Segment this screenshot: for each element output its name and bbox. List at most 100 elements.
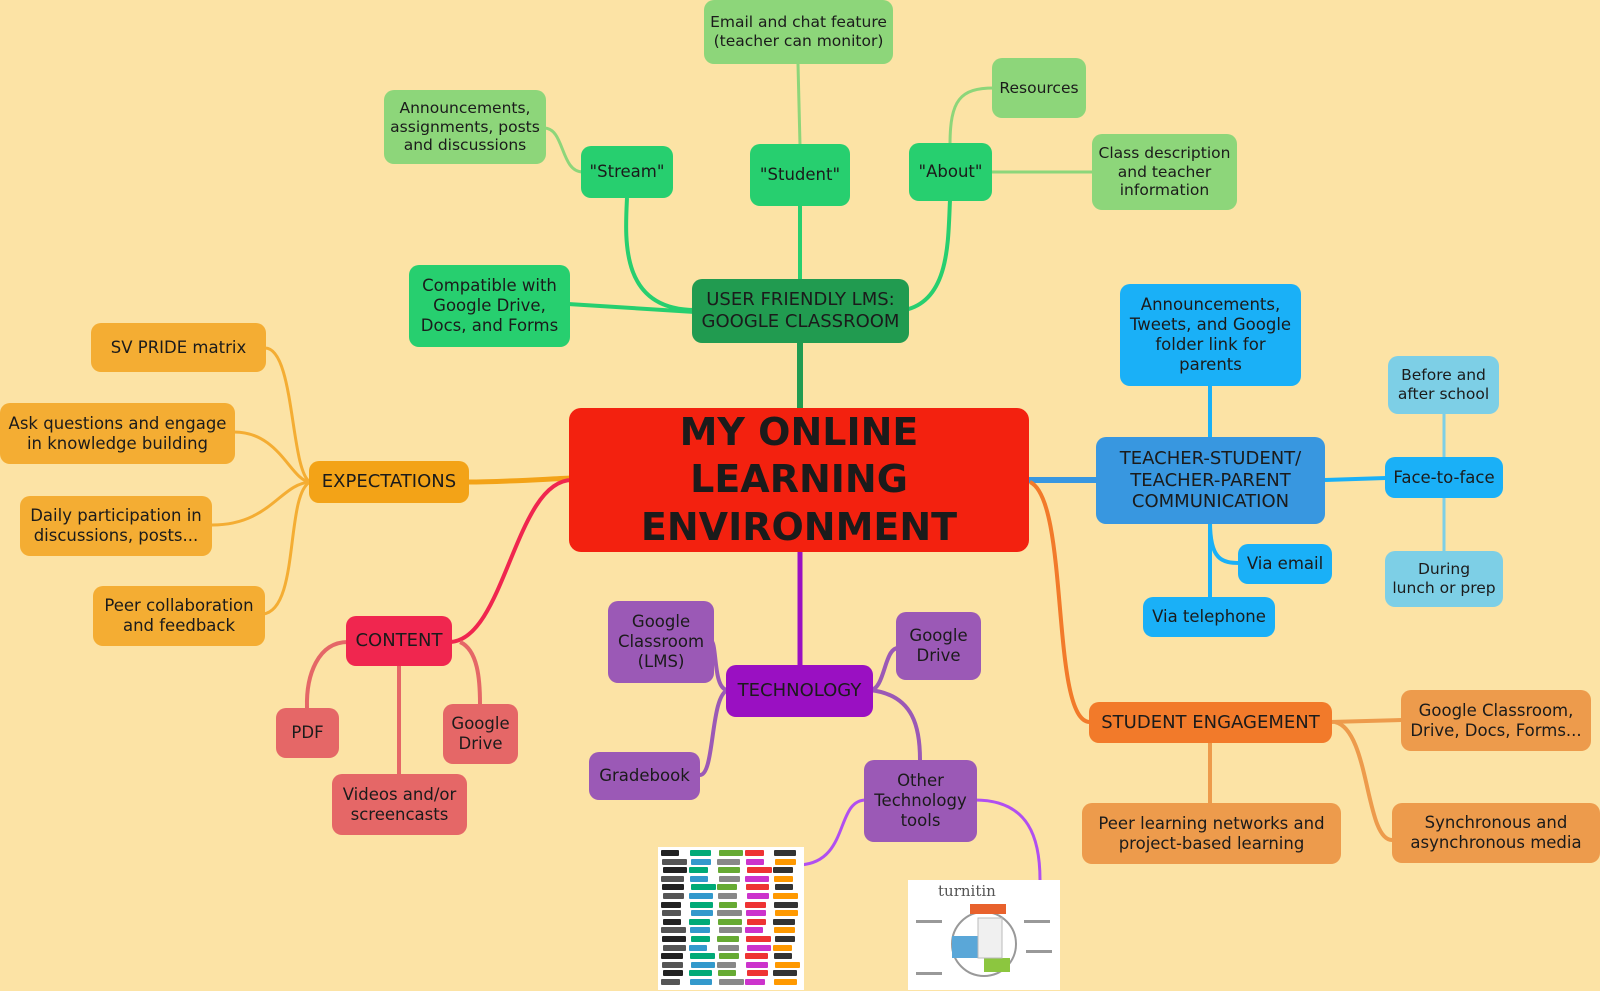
web-tools-logo-collage: [658, 847, 804, 990]
logo-tile: [717, 961, 736, 968]
logo-tile: [774, 927, 795, 934]
logo-tile: [717, 884, 737, 891]
edge-gc-stream: [624, 197, 696, 312]
logo-tile: [662, 961, 683, 968]
logo-tile: [663, 893, 684, 899]
logo-tile: [775, 910, 798, 917]
videos-node: Videos and/or screencasts: [332, 774, 467, 835]
logo-tile: [717, 910, 742, 917]
logo-tile: [662, 910, 681, 917]
via-telephone-node: Via telephone: [1143, 597, 1275, 637]
other-tools-node: Other Technology tools: [864, 760, 977, 842]
logo-tile: [775, 961, 800, 968]
logo-tile: [689, 918, 710, 925]
logo-tile: [718, 918, 742, 925]
expectation-item: SV PRIDE matrix: [91, 323, 266, 372]
logo-tile: [746, 936, 771, 942]
edge-central-expectations: [467, 475, 573, 485]
logo-tile: [661, 927, 686, 934]
student-detail-node: Email and chat feature (teacher can moni…: [704, 0, 893, 64]
edge-exp-pride: [264, 346, 312, 484]
tech-google-drive-node: Google Drive: [896, 612, 981, 680]
logo-tile: [773, 893, 798, 899]
logo-tile: [774, 953, 792, 960]
edge-tech-drive: [869, 646, 899, 692]
edge-other-logos: [799, 798, 867, 867]
logo-tile: [775, 858, 796, 865]
logo-tile: [746, 858, 764, 865]
turnitin-cycle-graphic: [916, 904, 1052, 977]
logo-tile: [663, 970, 683, 977]
logo-tile: [773, 867, 793, 874]
logo-tile: [717, 858, 740, 865]
logo-tile: [719, 953, 739, 960]
via-email-node: Via email: [1238, 544, 1332, 584]
edge-stream-detail: [543, 126, 584, 174]
edge-comm-email: [1208, 521, 1241, 565]
content-google-drive-node: Google Drive: [443, 704, 518, 764]
peer-learning-node: Peer learning networks and project-based…: [1082, 803, 1341, 864]
turnitin-logo: turnitin: [938, 882, 996, 900]
logo-tile: [774, 979, 797, 985]
edge-eng-google: [1329, 718, 1403, 724]
synchronous-node: Synchronous and asynchronous media: [1392, 803, 1600, 863]
logo-tile: [745, 901, 766, 908]
logo-tile: [745, 927, 763, 934]
edge-exp-daily: [211, 480, 311, 527]
logo-tile: [689, 970, 712, 977]
edge-exp-peer: [262, 480, 311, 616]
logo-tile: [689, 944, 707, 951]
edge-exp-ask: [233, 430, 311, 484]
about-description-node: Class description and teacher informatio…: [1092, 134, 1237, 210]
logo-tile: [690, 850, 711, 856]
during-lunch-node: During lunch or prep: [1385, 551, 1503, 607]
logo-tile: [775, 884, 793, 891]
turnitin-diagram-image: turnitin: [908, 880, 1060, 990]
engagement-google-tools-node: Google Classroom, Drive, Docs, Forms...: [1401, 690, 1591, 751]
logo-tile: [662, 858, 687, 865]
edge-central-engagement: [1028, 480, 1091, 724]
logo-tile: [746, 884, 769, 891]
logo-tile: [718, 944, 739, 951]
content-node: CONTENT: [346, 616, 452, 666]
about-node: "About": [909, 143, 992, 201]
logo-tile: [747, 918, 766, 925]
logo-tile: [746, 910, 766, 917]
communication-node: TEACHER-STUDENT/ TEACHER-PARENT COMMUNIC…: [1096, 437, 1325, 524]
edge-tech-other: [869, 688, 922, 761]
logo-tile: [747, 944, 771, 951]
compatible-node: Compatible with Google Drive, Docs, and …: [409, 265, 570, 347]
logo-tile: [773, 944, 792, 951]
before-after-node: Before and after school: [1388, 356, 1499, 414]
central-topic: MY ONLINE LEARNING ENVIRONMENT: [569, 408, 1029, 552]
logo-tile: [663, 944, 686, 951]
logo-tile: [746, 961, 768, 968]
edge-other-turnitin: [974, 798, 1042, 881]
logo-tile: [663, 867, 687, 874]
edge-gc-about: [904, 199, 952, 312]
logo-tile: [690, 927, 710, 934]
expectation-item: Daily participation in discussions, post…: [20, 496, 212, 556]
logo-tile: [718, 970, 736, 977]
logo-tile: [717, 936, 739, 942]
logo-tile: [661, 901, 681, 908]
announcements-node: Announcements, Tweets, and Google folder…: [1120, 284, 1301, 386]
logo-tile: [773, 970, 797, 977]
logo-tile: [661, 875, 684, 882]
logo-tile: [691, 884, 716, 891]
logo-tile: [662, 884, 684, 891]
logo-tile: [745, 979, 765, 985]
edge-central-content: [449, 478, 573, 644]
google-classroom-node: USER FRIENDLY LMS: GOOGLE CLASSROOM: [692, 279, 909, 343]
logo-tile: [718, 867, 740, 874]
logo-tile: [662, 936, 686, 942]
logo-tile: [747, 893, 769, 899]
logo-tile: [719, 875, 740, 882]
technology-node: TECHNOLOGY: [726, 665, 873, 717]
edge-student-detail: [796, 63, 802, 146]
logo-tile: [745, 953, 768, 960]
gradebook-node: Gradebook: [589, 752, 700, 800]
logo-tile: [747, 970, 768, 977]
edge-eng-sync: [1334, 720, 1393, 842]
